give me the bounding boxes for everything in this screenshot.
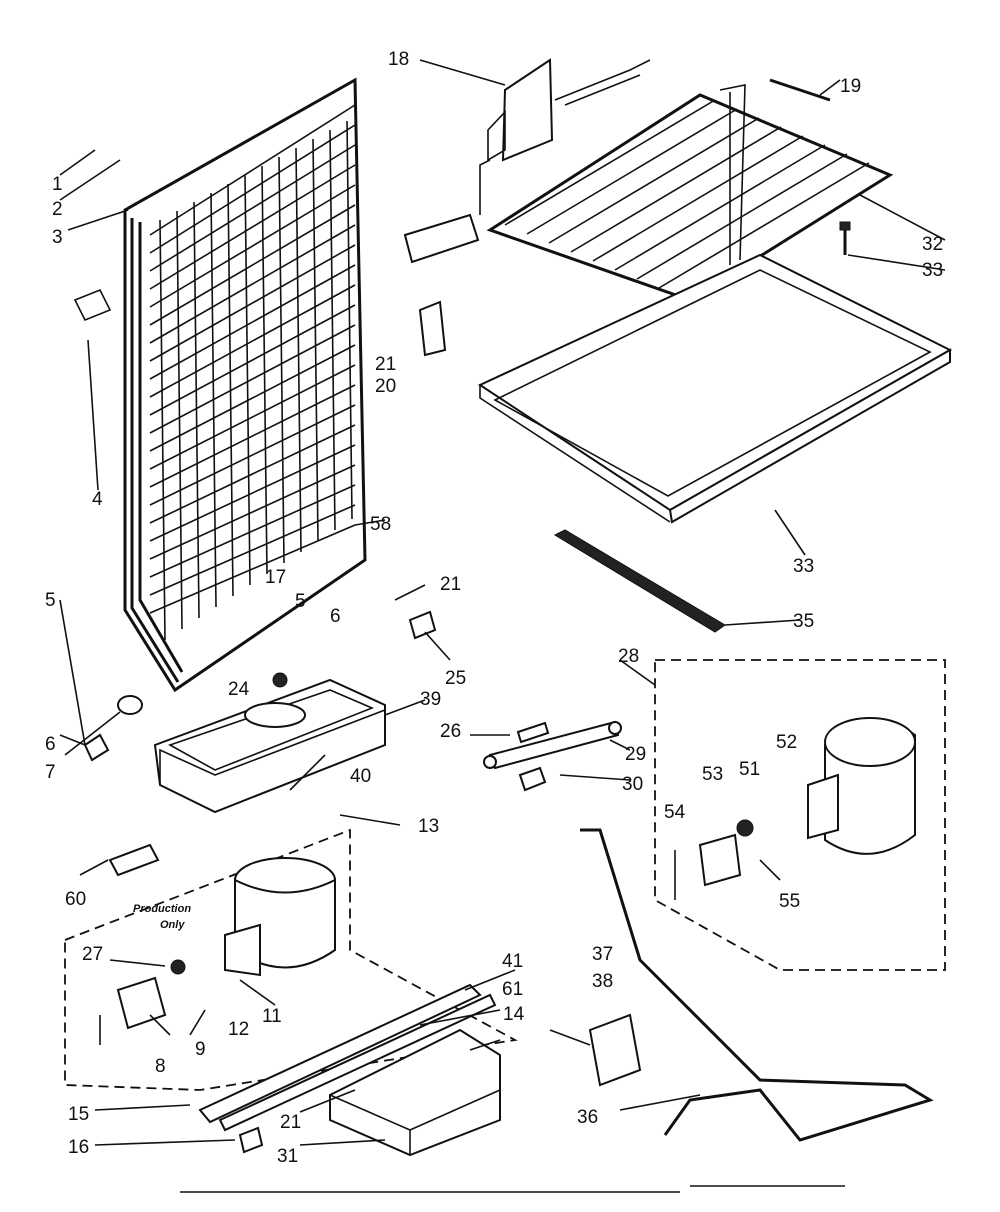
callout-13: 13	[418, 816, 439, 837]
callout-11: 11	[262, 1006, 282, 1027]
callout-9: 9	[195, 1039, 206, 1060]
leader-lines	[59, 59, 946, 1146]
callout-5: 5	[45, 590, 56, 611]
callout-6: 6	[330, 606, 341, 627]
callout-21: 21	[440, 574, 461, 595]
compressor-service	[654, 659, 946, 971]
callout-2: 2	[52, 199, 63, 220]
callout-19: 19	[840, 76, 861, 97]
callout-labels: 1234567175624181932332120582125394013262…	[45, 49, 943, 1167]
callout-58: 58	[370, 514, 391, 535]
callout-20: 20	[375, 376, 396, 397]
callout-28: 28	[618, 646, 639, 667]
part-26	[518, 766, 547, 792]
callout-17: 17	[265, 567, 286, 588]
part-20	[418, 300, 447, 357]
callout-14: 14	[503, 1004, 525, 1025]
callout-21: 21	[280, 1112, 301, 1133]
callout-24: 24	[228, 679, 250, 700]
screw-19	[769, 78, 831, 102]
callout-3: 3	[52, 227, 63, 248]
callout-37: 37	[592, 944, 613, 965]
callout-41: 41	[502, 951, 523, 972]
shelf-plate	[477, 253, 953, 524]
callout-60: 60	[65, 889, 86, 910]
callout-26: 26	[440, 721, 461, 742]
rail-41	[198, 983, 482, 1124]
callout-55: 55	[779, 891, 800, 912]
callout-7: 7	[45, 762, 56, 783]
callout-36: 36	[577, 1107, 598, 1128]
callout-38: 38	[592, 971, 613, 992]
evaporator-coil	[486, 84, 894, 302]
part-16	[238, 1126, 264, 1154]
part-25	[408, 610, 437, 640]
callout-61: 61	[502, 979, 523, 1000]
callout-6: 6	[45, 734, 56, 755]
callout-54: 54	[664, 802, 686, 823]
relay-37-38	[549, 1013, 642, 1087]
callout-30: 30	[622, 774, 643, 795]
callout-39: 39	[420, 689, 441, 710]
callout-27: 27	[82, 944, 103, 965]
part-5	[83, 733, 110, 762]
callout-25: 25	[445, 668, 466, 689]
part-7	[117, 695, 143, 715]
callout-18: 18	[388, 49, 409, 70]
callout-40: 40	[350, 766, 371, 787]
compressor-production	[64, 828, 518, 1091]
callout-1: 1	[52, 174, 63, 195]
callout-33: 33	[793, 556, 814, 577]
production-note-line1: Production	[133, 903, 191, 915]
part-4	[73, 288, 112, 322]
callout-31: 31	[277, 1146, 298, 1167]
callout-52: 52	[776, 732, 797, 753]
callout-8: 8	[155, 1056, 166, 1077]
callout-21: 21	[375, 354, 396, 375]
callout-12: 12	[228, 1019, 249, 1040]
production-note-line2: Only	[160, 919, 185, 931]
callout-32: 32	[922, 234, 943, 255]
condenser-coil	[123, 77, 367, 693]
callout-5: 5	[295, 591, 306, 612]
drier	[483, 720, 622, 770]
callout-51: 51	[739, 759, 760, 780]
callout-16: 16	[68, 1137, 89, 1158]
callout-35: 35	[793, 611, 814, 632]
base-pan	[329, 1028, 501, 1157]
drip-tray	[153, 678, 386, 814]
callout-53: 53	[702, 764, 723, 785]
part-60	[108, 843, 160, 877]
callout-29: 29	[625, 744, 646, 765]
tube-36	[580, 828, 934, 1142]
callout-4: 4	[92, 489, 103, 510]
bracket-18	[403, 58, 651, 264]
part-24	[272, 672, 288, 688]
callout-33: 33	[922, 260, 943, 281]
callout-15: 15	[68, 1104, 89, 1125]
defrost-heater	[553, 529, 726, 633]
